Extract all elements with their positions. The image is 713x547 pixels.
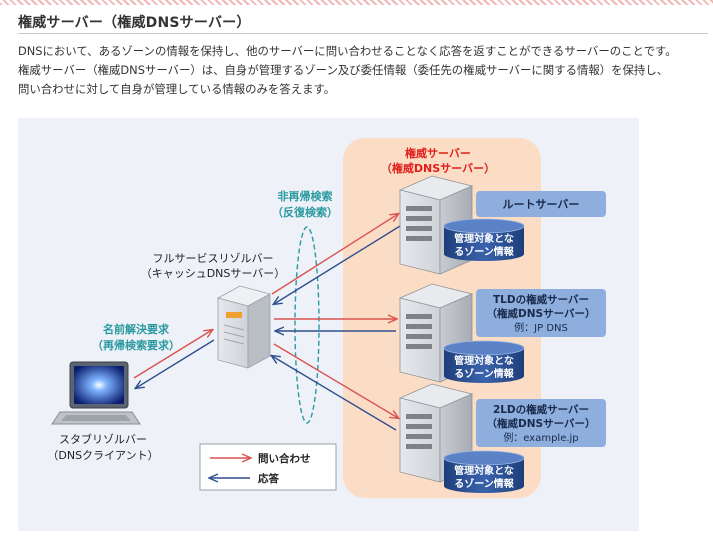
response-arrow-from-root bbox=[274, 225, 401, 304]
full-resolver-label-1: フルサービスリゾルバー bbox=[153, 252, 274, 265]
stub-resolver-label-2: （DNSクライアント） bbox=[47, 449, 158, 462]
2ld-zone-label-2: るゾーン情報 bbox=[454, 477, 514, 490]
2ld-zone-label-1: 管理対象とな bbox=[454, 464, 514, 477]
tld-server-label-1: TLDの権威サーバー bbox=[493, 293, 589, 306]
query-arrow-to-2ld bbox=[273, 343, 398, 418]
2ld-zone-db-icon bbox=[443, 450, 525, 493]
title-divider bbox=[18, 33, 708, 34]
name-resolution-label-1: 名前解決要求 bbox=[103, 322, 170, 336]
root-server-label-box bbox=[476, 191, 606, 217]
resolver-server-icon bbox=[216, 285, 272, 369]
non-recursive-label-1: 非再帰検索 bbox=[278, 189, 333, 203]
2ld-server-label-box bbox=[476, 399, 606, 447]
tld-server-label-2: （権威DNSサーバー） bbox=[487, 307, 596, 320]
tld-zone-label-1: 管理対象とな bbox=[454, 354, 514, 367]
root-zone-db-icon bbox=[443, 218, 525, 261]
tld-zone-db-icon bbox=[443, 340, 525, 383]
2ld-server-example: 例：example.jp bbox=[503, 431, 578, 444]
query-arrow-to-root bbox=[271, 214, 398, 295]
description-line-1: DNSにおいて、あるゾーンの情報を保持し、他のサーバーに問い合わせることなく応答… bbox=[18, 44, 677, 58]
page-title: 権威サーバー（権威DNSサーバー） bbox=[18, 15, 251, 31]
response-arrow-from-2ld bbox=[272, 356, 397, 431]
non-recursive-label-2: （反復検索） bbox=[272, 205, 338, 219]
legend-response-label: 応答 bbox=[258, 472, 279, 485]
full-resolver-label-2: （キャッシュDNSサーバー） bbox=[141, 267, 286, 280]
root-zone-label-1: 管理対象とな bbox=[454, 232, 514, 245]
laptop-icon bbox=[51, 361, 141, 425]
description-line-2: 権威サーバー（権威DNSサーバー）は、自身が管理するゾーン及び委任情報（委任先の… bbox=[18, 63, 669, 77]
authoritative-group-label-1: 権威サーバー bbox=[405, 146, 471, 160]
stub-resolver-label-1: スタブリゾルバー bbox=[59, 432, 147, 446]
non-recursive-ellipse bbox=[294, 226, 320, 424]
2ld-server-label-1: 2LDの権威サーバー bbox=[493, 403, 589, 416]
tld-zone-label-2: るゾーン情報 bbox=[454, 367, 514, 380]
name-resolution-label-2: （再帰検索要求） bbox=[92, 338, 180, 352]
description-line-3: 問い合わせに対して自身が管理している情報のみを答えます。 bbox=[18, 82, 336, 96]
query-arrow-client-to-resolver bbox=[133, 330, 212, 379]
tld-server-example: 例：JP DNS bbox=[514, 321, 568, 334]
2ld-server-label-2: （権威DNSサーバー） bbox=[487, 417, 596, 430]
tld-server-label-box bbox=[476, 289, 606, 337]
legend-query-label: 問い合わせ bbox=[258, 452, 311, 465]
response-arrow-resolver-to-client bbox=[136, 339, 215, 388]
top-stripe bbox=[0, 0, 713, 5]
description: DNSにおいて、あるゾーンの情報を保持し、他のサーバーに問い合わせることなく応答… bbox=[18, 42, 708, 99]
legend-box bbox=[199, 443, 337, 491]
root-zone-label-2: るゾーン情報 bbox=[454, 245, 514, 258]
root-server-label: ルートサーバー bbox=[503, 198, 580, 211]
authoritative-group-label-2: （権威DNSサーバー） bbox=[381, 161, 495, 175]
